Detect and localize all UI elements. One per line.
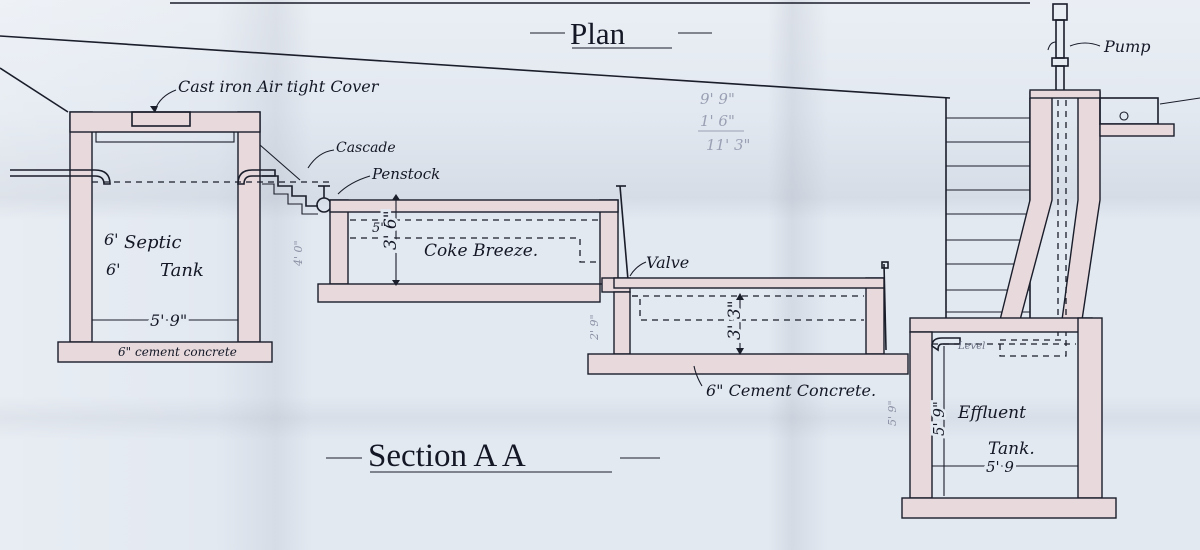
- plan-heading-group: Plan: [530, 16, 712, 51]
- pump-label: Pump: [1103, 37, 1150, 56]
- effluent-width-label: 5' 9: [986, 458, 1014, 476]
- septic-height-2: 6': [106, 260, 121, 279]
- left-embankment-line: [0, 67, 69, 113]
- pump-group: Pump: [1047, 3, 1150, 92]
- penstock-label: Penstock: [371, 165, 440, 183]
- pump-well-right-wall: [1061, 91, 1101, 321]
- section-heading-group: Section A A: [326, 438, 660, 474]
- pump-handle: [1047, 41, 1057, 51]
- coke-small-label: 5": [372, 221, 386, 236]
- coke-depth-label: 3' 6": [381, 210, 401, 250]
- second-filter-bed: 3' 3" 2' 9" 6" Cement Concrete.: [587, 261, 909, 400]
- pump-head: [1052, 3, 1068, 21]
- filter-outlet-rod: [883, 263, 887, 351]
- pencil-note-1: 9' 9": [700, 90, 735, 108]
- pump-well-left-wall: [999, 91, 1053, 321]
- coke-depth-arrow-bottom: [392, 280, 400, 286]
- filter-media-line: [632, 295, 864, 321]
- pump-side-line: [1159, 97, 1200, 105]
- filter-small-label: 2' 9": [588, 314, 601, 341]
- pump-leader: [1069, 42, 1101, 47]
- filter-base-slab: [587, 353, 909, 375]
- cover-arrow: [150, 106, 158, 113]
- filter-base-label: 6" Cement Concrete.: [706, 381, 876, 400]
- filter-depth-arrow-bottom: [736, 348, 744, 355]
- valve-rod: [619, 185, 629, 281]
- cascade-steps: Cascade Penstock: [262, 140, 440, 215]
- septic-base-label: 6" cement concrete: [118, 345, 237, 359]
- coke-breeze-line: [350, 237, 598, 263]
- filter-top-coping: [613, 277, 885, 289]
- filter-depth-label: 3' 3": [725, 300, 745, 340]
- valve-group: Valve: [616, 185, 689, 281]
- pencil-note-2: 1' 6": [700, 112, 735, 130]
- effluent-base-slab: [901, 497, 1117, 519]
- cascade-step-line: [262, 175, 318, 207]
- level-note: Level: [957, 341, 985, 352]
- coke-top-coping: [329, 199, 619, 213]
- septic-right-wall: [237, 111, 261, 343]
- septic-left-wall: [69, 111, 93, 343]
- septic-inner-lip: [95, 131, 235, 143]
- effluent-right-wall: [1077, 317, 1103, 499]
- septic-height-1: 6': [104, 230, 119, 249]
- cascade-label: Cascade: [336, 140, 396, 156]
- pump-collar: [1051, 57, 1069, 67]
- pump-pipe: [1055, 65, 1065, 92]
- cascade-slope-line: [259, 144, 301, 181]
- valve-leader: [629, 261, 647, 277]
- effluent-label-2: Tank.: [988, 439, 1035, 459]
- effluent-roof: [909, 317, 1093, 333]
- coke-breeze-label: Coke Breeze.: [424, 241, 538, 261]
- filter-left-wall: [613, 291, 631, 355]
- coke-breeze-bed: 3' 6" 5" Coke Breeze. 4' 0": [292, 194, 619, 303]
- septic-label-2: Tank: [160, 260, 204, 281]
- inlet-pipe: [10, 169, 111, 185]
- septic-width-label: 5' 9": [150, 311, 187, 330]
- septic-roof: [69, 111, 261, 133]
- penstock-valve: [316, 197, 332, 213]
- cascade-leader: [307, 149, 335, 169]
- pump-column: [1055, 19, 1065, 59]
- plan-heading: Plan: [570, 16, 626, 51]
- effluent-tank: Level Effluent Tank. 5' 9" 5' 9 5' 9": [886, 317, 1117, 519]
- septic-tank: 6' 6' Septic Tank 5' 9" 6" cement concre…: [10, 111, 330, 363]
- pump-well: [999, 89, 1200, 336]
- pump-side-slab: [1099, 123, 1175, 137]
- coke-base-slab: [317, 283, 601, 303]
- effluent-label-1: Effluent: [957, 403, 1026, 423]
- effluent-height-label: 5' 9": [930, 401, 948, 436]
- valve-label: Valve: [646, 253, 689, 272]
- effluent-side-pencil: 5' 9": [886, 400, 899, 426]
- pencil-note-3: 11' 3": [706, 136, 750, 154]
- septic-label-1: Septic: [124, 232, 182, 253]
- cover-leader: [154, 89, 177, 111]
- filter-right-wall: [865, 277, 885, 355]
- ground-line: [0, 35, 951, 99]
- pump-well-cap: [1029, 89, 1101, 99]
- pump-side-box: [1099, 97, 1159, 125]
- section-heading: Section A A: [368, 438, 526, 474]
- penstock-leader: [337, 175, 371, 195]
- filter-base-leader: [693, 365, 703, 387]
- filter-outlet-cap: [881, 261, 889, 269]
- left-height-pencil: 4' 0": [292, 240, 305, 267]
- cover-label: Cast iron Air tight Cover: [178, 77, 380, 96]
- pencil-notes: 9' 9" 1' 6" 11' 3": [698, 90, 750, 154]
- cast-iron-cover: [131, 111, 191, 127]
- filter-depth-arrow-top: [736, 293, 744, 300]
- cascade-step-line-lower: [262, 183, 318, 215]
- effluent-left-wall: [909, 331, 933, 499]
- septic-base-slab: [57, 341, 273, 363]
- effluent-pump-foot: [999, 339, 1067, 357]
- coke-depth-arrow-top: [392, 194, 400, 200]
- pump-side-fitting: [1119, 111, 1129, 121]
